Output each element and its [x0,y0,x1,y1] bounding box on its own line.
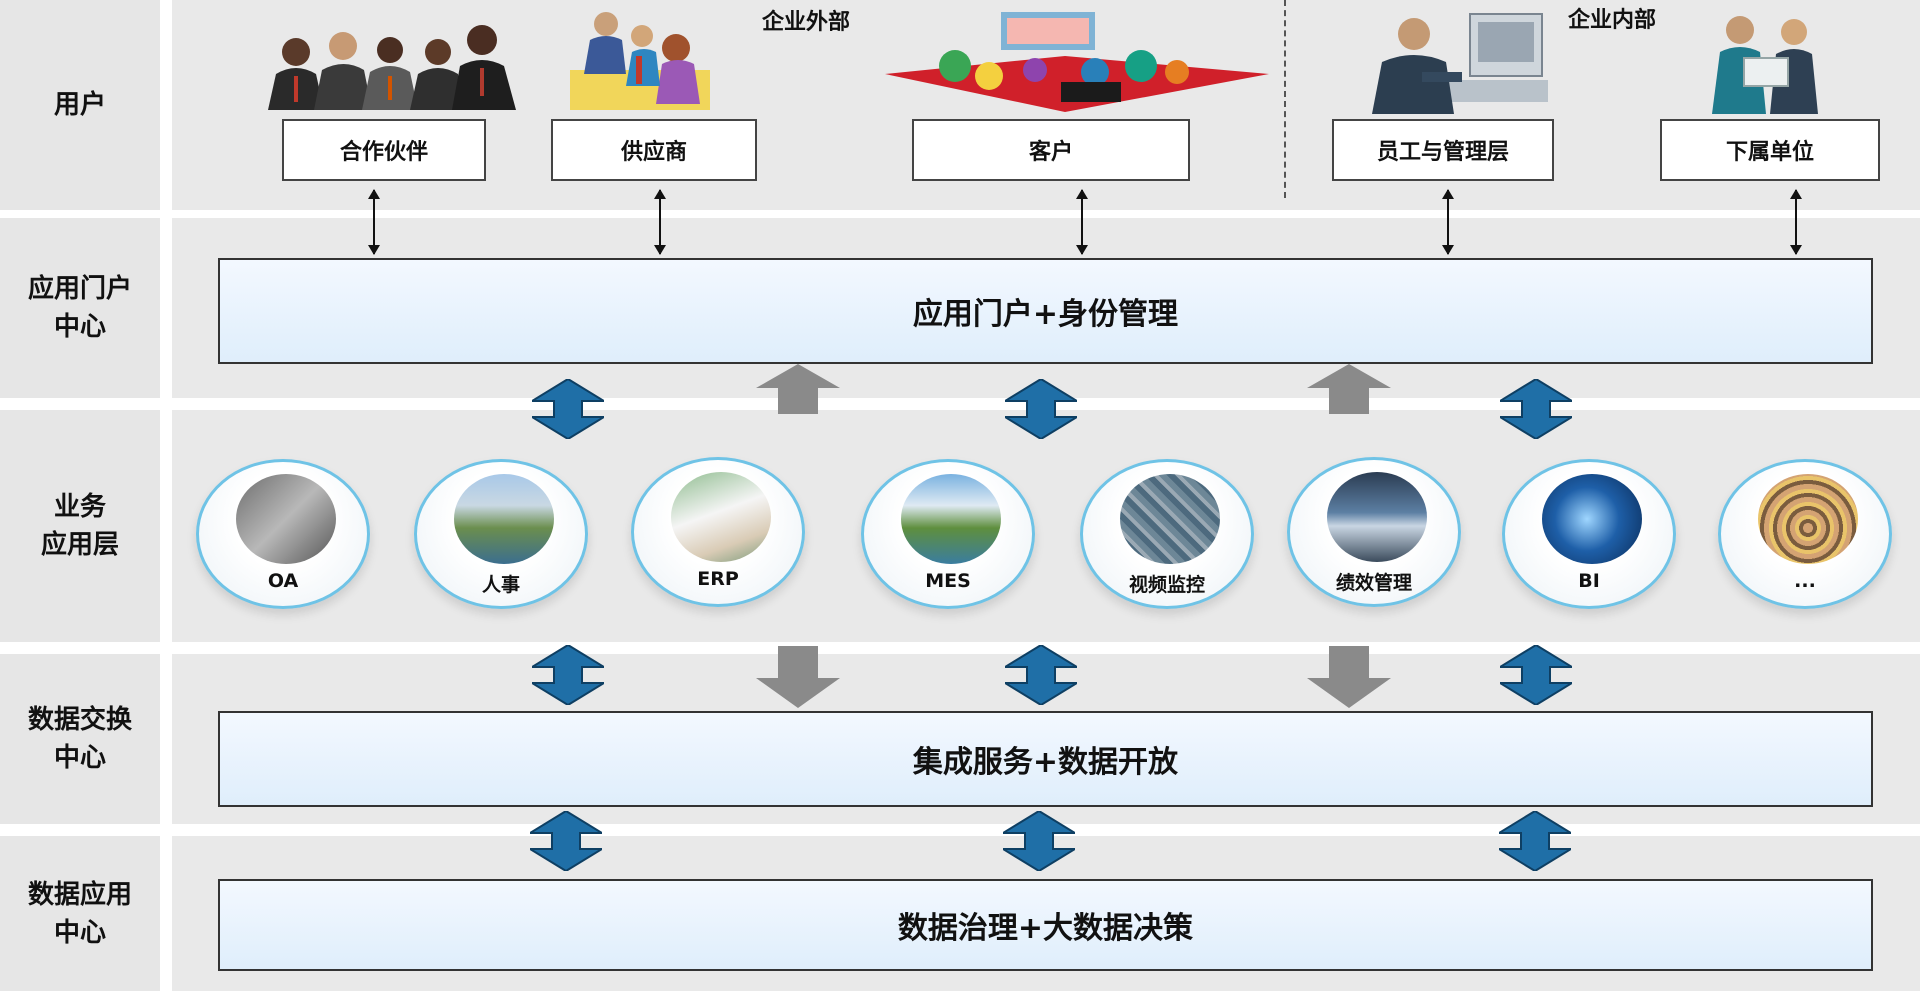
app-circle-erp[interactable]: ERP [631,457,805,607]
bi-photo [1542,474,1642,564]
erp-photo [671,472,771,562]
row-label-exchange: 数据交换 中心 [0,654,160,824]
row-label-portal: 应用门户 中心 [0,218,160,398]
data-app-bar: 数据治理+大数据决策 [218,879,1873,971]
app-circle-mes[interactable]: MES [861,459,1035,609]
portal-bar: 应用门户+身份管理 [218,258,1873,364]
hr-photo [454,474,554,564]
user-box-partner[interactable]: 合作伙伴 [282,119,486,181]
connector-partner-arrow [368,189,380,255]
app-label: ERP [697,568,739,590]
double-arrow-icon [1005,645,1077,705]
double-arrow-icon [532,645,604,705]
app-label: MES [925,570,971,592]
app-label: 视频监控 [1128,574,1205,596]
app-circle-more[interactable]: ... [1718,459,1892,609]
row-label-users: 用户 [0,0,160,210]
app-label: 人事 [481,574,520,596]
app-circle-performance[interactable]: 绩效管理 [1287,457,1461,607]
app-label: BI [1578,570,1600,592]
double-arrow-icon [532,379,604,439]
connector-customer-arrow [1076,189,1088,255]
connector-subsidiary-arrow [1790,189,1802,255]
app-circle-hr[interactable]: 人事 [414,459,588,609]
performance-photo [1327,472,1427,562]
user-box-subsidiary[interactable]: 下属单位 [1660,119,1880,181]
double-arrow-icon [1499,811,1571,871]
user-box-employee[interactable]: 员工与管理层 [1332,119,1554,181]
app-label: ... [1794,570,1816,592]
double-arrow-icon [1500,645,1572,705]
external-internal-divider [1284,0,1286,198]
subsidiary-illustration [1712,16,1818,114]
business-people-illustration [268,25,516,110]
section-title-external: 企业外部 [762,10,851,35]
section-title-internal: 企业内部 [1568,8,1657,33]
app-label: OA [267,570,299,592]
double-arrow-icon [530,811,602,871]
more-photo [1758,474,1858,564]
arrow-down-icon [1307,646,1391,708]
row-label-business: 业务 应用层 [0,410,160,642]
connector-supplier-arrow [654,189,666,255]
video-photo [1120,474,1220,564]
exchange-bar: 集成服务+数据开放 [218,711,1873,807]
connector-employee-arrow [1442,189,1454,255]
arrow-up-icon [756,364,840,414]
oa-photo [236,474,336,564]
app-circle-video[interactable]: 视频监控 [1080,459,1254,609]
double-arrow-icon [1003,811,1075,871]
app-label: 绩效管理 [1335,572,1412,594]
app-circle-bi[interactable]: BI [1502,459,1676,609]
supplier-illustration [570,12,710,110]
row-label-data-app: 数据应用 中心 [0,836,160,991]
employee-computer-illustration [1372,13,1548,114]
double-arrow-icon [1500,379,1572,439]
arrow-up-icon [1307,364,1391,414]
mes-photo [901,474,1001,564]
user-box-supplier[interactable]: 供应商 [551,119,757,181]
user-box-customer[interactable]: 客户 [912,119,1190,181]
double-arrow-icon [1005,379,1077,439]
arrow-down-icon [756,646,840,708]
app-circle-oa[interactable]: OA [196,459,370,609]
customer-illustration [885,12,1269,112]
